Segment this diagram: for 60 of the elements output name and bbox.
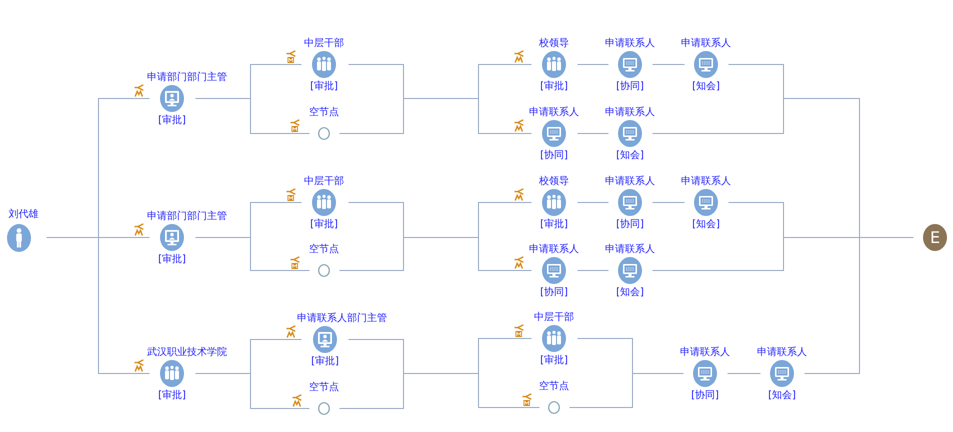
- node-label: 申请联系人: [605, 38, 655, 50]
- action-label: [知会]: [768, 390, 796, 402]
- connector-line: [577, 270, 609, 271]
- action-label: [协同]: [616, 219, 644, 231]
- connector-line: [339, 338, 540, 409]
- action-label: [知会]: [692, 81, 720, 93]
- connector-line: [577, 202, 609, 203]
- node-label: 申请联系人: [680, 347, 730, 359]
- action-label: [审批]: [310, 219, 338, 231]
- node-label: 申请联系人: [529, 244, 579, 256]
- node-label: 空节点: [539, 381, 569, 393]
- node-label: 申请联系人: [605, 244, 655, 256]
- action-label: [审批]: [158, 254, 186, 266]
- action-label: [审批]: [540, 355, 568, 367]
- node-label: 空节点: [309, 107, 339, 119]
- node-label: 中层干部: [304, 38, 344, 50]
- action-label: [审批]: [158, 115, 186, 127]
- connector-line: [727, 373, 761, 374]
- connector-line: [804, 237, 914, 374]
- connector-line: [577, 64, 609, 65]
- action-label: [审批]: [158, 390, 186, 402]
- action-label: [审批]: [311, 356, 339, 368]
- connector-line: [46, 237, 150, 374]
- action-label: [审批]: [310, 81, 338, 93]
- node-label: 中层干部: [304, 176, 344, 188]
- action-label: [协同]: [691, 390, 719, 402]
- connector-line: [577, 133, 609, 134]
- connector-line: [195, 373, 310, 409]
- connector-line: [652, 64, 685, 65]
- node-label: 空节点: [309, 382, 339, 394]
- node-label: 校领导: [539, 176, 569, 188]
- node-label: 中层干部: [534, 312, 574, 324]
- connector-line: [652, 202, 685, 203]
- action-label: [审批]: [540, 219, 568, 231]
- action-label: [知会]: [616, 150, 644, 162]
- node-label: 申请部门部门主管: [147, 211, 227, 223]
- action-label: [协同]: [540, 287, 568, 299]
- action-label: [知会]: [692, 219, 720, 231]
- node-label: 申请联系人: [605, 176, 655, 188]
- node-label: 申请联系人: [681, 176, 731, 188]
- node-label: 校领导: [539, 38, 569, 50]
- node-label: 申请联系人: [605, 107, 655, 119]
- connector-line: [339, 202, 532, 271]
- end-circle: E: [923, 224, 947, 251]
- connector-line: [339, 64, 532, 134]
- node-label: 申请联系人: [757, 347, 807, 359]
- action-label: [审批]: [540, 81, 568, 93]
- node-label: 申请部门部门主管: [147, 72, 227, 84]
- action-label: [协同]: [540, 150, 568, 162]
- node-label: 申请联系人部门主管: [297, 313, 387, 325]
- node-label: 刘代雄: [8, 209, 38, 221]
- action-label: [知会]: [616, 287, 644, 299]
- action-label: [协同]: [616, 81, 644, 93]
- connector-line: [569, 373, 684, 408]
- connector-line: [195, 237, 310, 271]
- node-label: 申请联系人: [529, 107, 579, 119]
- node-label: 空节点: [309, 244, 339, 256]
- connector-line: [195, 98, 310, 134]
- node-label: 武汉职业技术学院: [147, 347, 227, 359]
- node-label: 申请联系人: [681, 38, 731, 50]
